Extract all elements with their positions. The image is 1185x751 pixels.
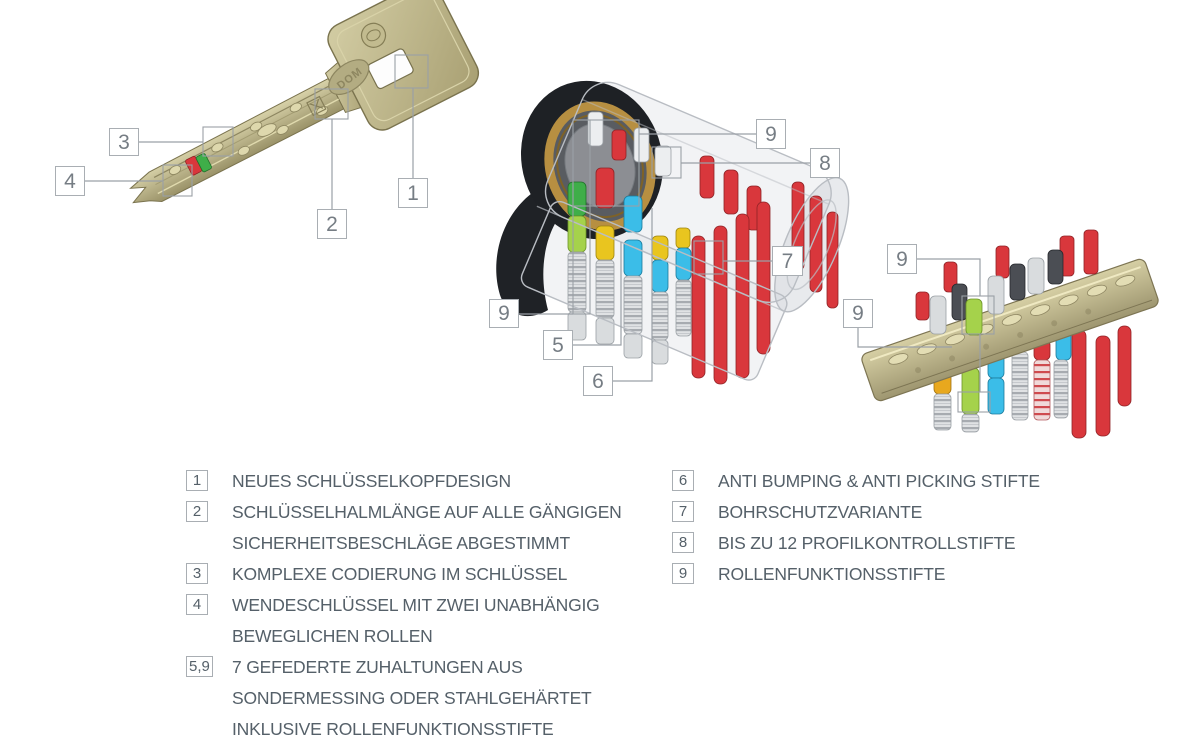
closeup-blade (861, 258, 1159, 402)
key-hole (367, 48, 414, 90)
legend-text-line: SICHERHEITSBESCHLÄGE ABGESTIMMT (232, 533, 571, 553)
legend-text-line: KOMPLEXE CODIERUNG IM SCHLÜSSEL (232, 564, 568, 584)
legend-text-line: ANTI BUMPING & ANTI PICKING STIFTE (718, 471, 1040, 491)
legend-left-column: 1 NEUES SCHLÜSSELKOPFDESIGN 2 SCHLÜSSELH… (186, 466, 626, 745)
key-head-emblem (360, 22, 387, 48)
legend-item-1: 1 NEUES SCHLÜSSELKOPFDESIGN (186, 466, 626, 497)
key-roller-pins (185, 153, 212, 176)
legend-num-1: 1 (186, 470, 208, 491)
legend-text-line: SCHLÜSSELHALMLÄNGE AUF ALLE GÄNGIGEN (232, 502, 622, 522)
callout-key-2: 2 (317, 209, 347, 239)
legend-item-2: 2 SCHLÜSSELHALMLÄNGE AUF ALLE GÄNGIGEN S… (186, 497, 626, 559)
legend-text-line: ROLLENFUNKTIONSSTIFTE (718, 564, 946, 584)
legend-item-7: 7 BOHRSCHUTZVARIANTE (672, 497, 1092, 528)
legend-num-6: 6 (672, 470, 694, 491)
legend-item-4: 4 WENDESCHLÜSSEL MIT ZWEI UNABHÄNGIG BEW… (186, 590, 626, 652)
callout-cylinder-7: 7 (772, 246, 803, 276)
legend-text-line: WENDESCHLÜSSEL MIT ZWEI UNABHÄNGIG (232, 595, 600, 615)
legend-text-line: 7 GEFEDERTE ZUHALTUNGEN AUS (232, 657, 523, 677)
legend-num-3: 3 (186, 563, 208, 584)
callout-key-4: 4 (55, 166, 85, 196)
legend-item-9: 9 ROLLENFUNKTIONSSTIFTE (672, 559, 1092, 590)
callout-cylinder-9-top: 9 (756, 119, 786, 149)
callout-closeup-9-lower: 9 (843, 299, 873, 328)
legend-num-4: 4 (186, 594, 208, 615)
legend-right-column: 6 ANTI BUMPING & ANTI PICKING STIFTE 7 B… (672, 466, 1092, 590)
legend-text-line: BOHRSCHUTZVARIANTE (718, 502, 923, 522)
cylinder-back-pins (587, 111, 672, 177)
callout-cylinder-8: 8 (810, 148, 840, 178)
legend-item-8: 8 BIS ZU 12 PROFILKONTROLLSTIFTE (672, 528, 1092, 559)
legend-num-2: 2 (186, 501, 208, 522)
legend-text-line: SONDERMESSING ODER STAHLGEHÄRTET (232, 688, 592, 708)
closeup-upper-pins (915, 229, 1099, 336)
callout-cylinder-6: 6 (583, 366, 613, 396)
callout-lines (85, 54, 995, 413)
legend-text-line: NEUES SCHLÜSSELKOPFDESIGN (232, 471, 511, 491)
callout-cylinder-9-left: 9 (489, 299, 519, 328)
callout-cylinder-5: 5 (543, 330, 573, 360)
legend-num-7: 7 (672, 501, 694, 522)
legend-num-8: 8 (672, 532, 694, 553)
illustrations-canvas: DOM (85, 0, 1159, 439)
legend-text-line: BEWEGLICHEN ROLLEN (232, 626, 433, 646)
legend-item-5-9: 5,9 7 GEFEDERTE ZUHALTUNGEN AUS SONDERME… (186, 652, 626, 745)
callout-key-1: 1 (398, 178, 428, 208)
key-illustration: DOM (129, 0, 480, 204)
pin-closeup-illustration (861, 229, 1159, 439)
legend-num-9: 9 (672, 563, 694, 584)
legend-item-3: 3 KOMPLEXE CODIERUNG IM SCHLÜSSEL (186, 559, 626, 590)
legend-text-line: INKLUSIVE ROLLENFUNKTIONSSTIFTE (232, 719, 554, 739)
legend-text-line: BIS ZU 12 PROFILKONTROLLSTIFTE (718, 533, 1016, 553)
callout-key-3: 3 (109, 128, 139, 156)
legend-item-6: 6 ANTI BUMPING & ANTI PICKING STIFTE (672, 466, 1092, 497)
callout-closeup-9-upper: 9 (887, 244, 917, 274)
cylinder-red-pins (691, 155, 839, 385)
legend-num-5-9: 5,9 (186, 656, 213, 677)
